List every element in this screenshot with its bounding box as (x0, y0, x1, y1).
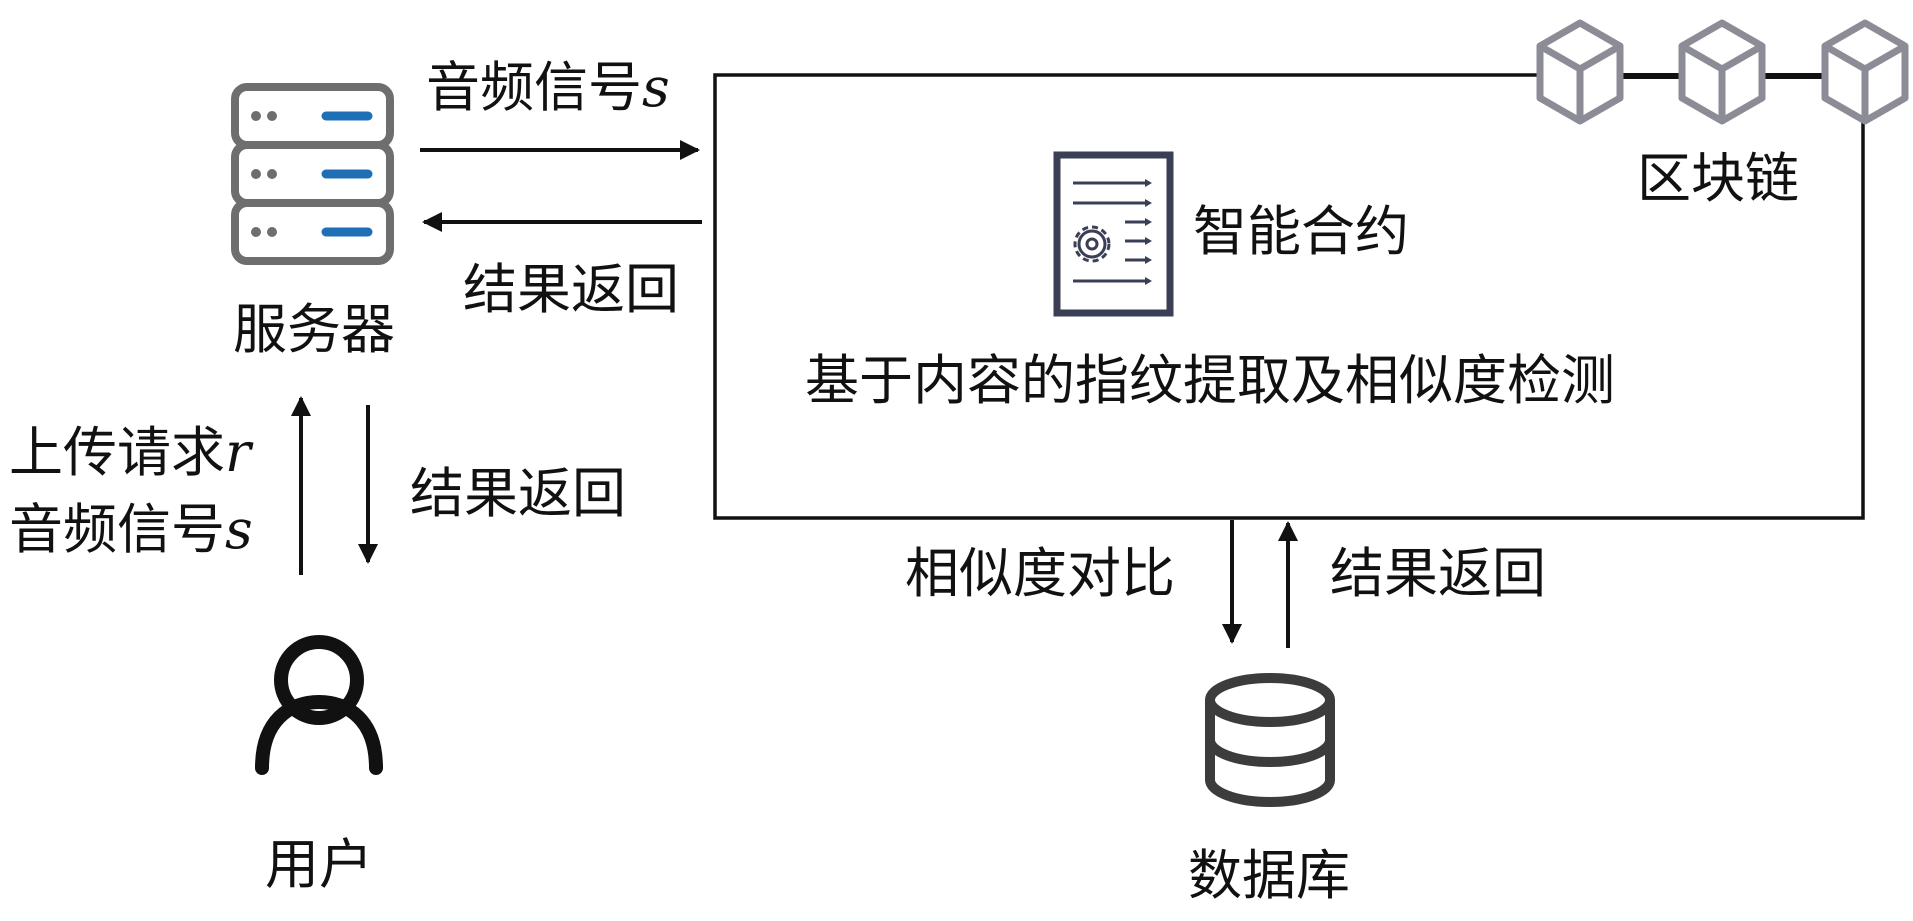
cube-icon (1678, 19, 1766, 125)
chain-to-db-label: 相似度对比 (905, 542, 1175, 605)
db-to-chain-label: 结果返回 (1330, 542, 1546, 605)
blockchain-label: 区块链 (1637, 147, 1799, 210)
cube-icon (1536, 19, 1624, 125)
audio-signal-label: 音频信号s (9, 498, 253, 561)
cube-icon (1821, 19, 1909, 125)
server-to-chain-label: 音频信号s (426, 56, 670, 119)
contract-title: 智能合约 (1193, 200, 1409, 263)
server-label: 服务器 (233, 298, 395, 361)
contract-description: 基于内容的指纹提取及相似度检测 (805, 349, 1615, 412)
database-label: 数据库 (1188, 844, 1350, 907)
chain-to-server-label: 结果返回 (463, 258, 679, 321)
smart-contract-icon (1053, 151, 1174, 317)
database-icon (1205, 673, 1335, 807)
blockchain-icon (1536, 19, 1909, 125)
user-label: 用户 (265, 833, 373, 896)
gear-icon (1073, 225, 1111, 263)
server-icon (231, 83, 394, 265)
server-to-user-label: 结果返回 (410, 462, 626, 525)
upload-request-label: 上传请求r (9, 421, 251, 484)
user-icon (255, 635, 383, 775)
blockchain-box (713, 73, 1865, 520)
